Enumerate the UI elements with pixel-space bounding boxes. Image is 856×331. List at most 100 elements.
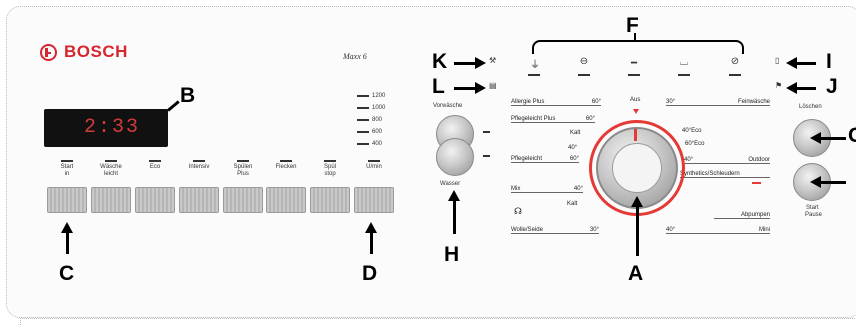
callout-g-line [820,137,846,140]
callout-i-arrowhead [786,57,797,69]
spin-speed-item: 800 [357,117,385,123]
callout-d-arrowhead [365,222,377,233]
wash-icon: ⏚ [530,60,540,71]
start-label: Start [806,205,819,211]
callout-f-bracket [532,40,744,54]
wash-indicator [528,74,540,76]
rinse-icon: ⊖ [579,56,589,67]
callout-j-line [796,87,816,90]
program-item: Abpumpen [714,212,770,219]
callout-a-arrowhead [631,196,643,207]
program-item: 40°Outdoor [684,157,770,164]
option-button-intensiv[interactable] [179,187,219,213]
child-lock-icon: ▯ [775,56,780,65]
callout-c: C [59,262,75,285]
callout-e-arrowhead [810,176,821,188]
option-button-spuelstop[interactable] [310,187,350,213]
callout-k-arrowhead [475,57,486,69]
panel-base [20,318,856,325]
clear-label: Löschen [799,104,822,110]
spin-icon: ━ [630,58,638,69]
callout-c-arrowhead [61,222,73,233]
prewash-indicator [483,131,490,133]
option-button-start-in[interactable] [47,187,87,213]
hand-wash-icon: ☊ [514,206,522,216]
brand: BOSCH [40,42,128,62]
flag-icon: ⚑ [775,81,783,90]
display-value: 2:33 [84,116,141,139]
dial-off-marker [633,109,639,114]
callout-h: H [444,243,460,266]
callout-h-line [453,200,456,234]
callout-g: G [848,124,856,148]
dial-center [612,143,662,193]
control-panel [6,6,856,318]
option-label: Intensiv [179,160,219,171]
callout-g-arrowhead [810,132,821,144]
drain-icon: ⌴ [680,57,688,68]
option-button-flecken[interactable] [266,187,306,213]
callout-d-line [370,232,373,254]
program-item: 60°Eco [685,141,705,147]
option-button-eco[interactable] [135,187,175,213]
water-plus-button[interactable] [436,138,474,176]
spin-speed-item: 400 [357,141,385,147]
callout-l-arrowhead [475,82,486,94]
spin-speed-item: 1200 [357,93,385,99]
drain-indicator [678,74,690,76]
start-indicator [752,182,761,184]
spin-indicator [628,74,640,76]
callout-c-line [66,232,69,254]
callout-a: A [628,262,644,285]
prewash-label: Vorwäsche [433,103,463,109]
program-item: 40°Eco [682,128,702,134]
program-item: 30°Feinwäsche [666,99,770,106]
callout-k: K [432,50,448,73]
bosch-logo-icon [40,43,57,61]
callout-e-line [820,181,846,184]
water-plus-indicator [483,155,490,157]
program-item: 40° [568,145,578,151]
rinse-indicator [578,74,590,76]
callout-l: L [432,75,445,98]
lock-indicator [729,74,741,76]
callout-d: D [362,262,378,285]
callout-j: J [826,75,838,98]
callout-i-line [796,62,816,65]
dial-off-label: Aus [630,97,641,103]
program-item: Kalt [567,201,578,207]
option-label: U/min [354,160,394,171]
lock-icon: ⊘ [730,56,740,67]
callout-j-arrowhead [786,82,797,94]
program-item: Synthetics/Schleudern [680,171,770,178]
option-button-waesche-leicht[interactable] [91,187,131,213]
callout-f-bracket-tip [634,33,636,41]
callout-h-arrowhead [448,190,460,201]
callout-b: B [180,84,196,107]
calendar-icon: ▤ [489,81,497,90]
callout-a-line [636,206,639,256]
option-button-spuelen-plus[interactable] [223,187,263,213]
callout-k-line [454,62,477,65]
brand-name: BOSCH [64,42,128,61]
model-name: Maxx 6 [343,52,367,61]
callout-i: I [826,50,832,73]
dial-pointer [634,129,637,141]
water-plus-label: Wasser [440,181,461,187]
spin-speed-item: 1000 [357,105,385,111]
option-label: Eco [135,160,175,171]
program-item: 40°Mini [666,227,770,234]
program-item: Kalt [570,130,581,136]
wrench-icon: ⚒ [489,56,497,65]
time-display: 2:33 [44,109,168,147]
option-button-spin-speed[interactable] [354,187,394,213]
pause-label: Pause [805,212,823,218]
